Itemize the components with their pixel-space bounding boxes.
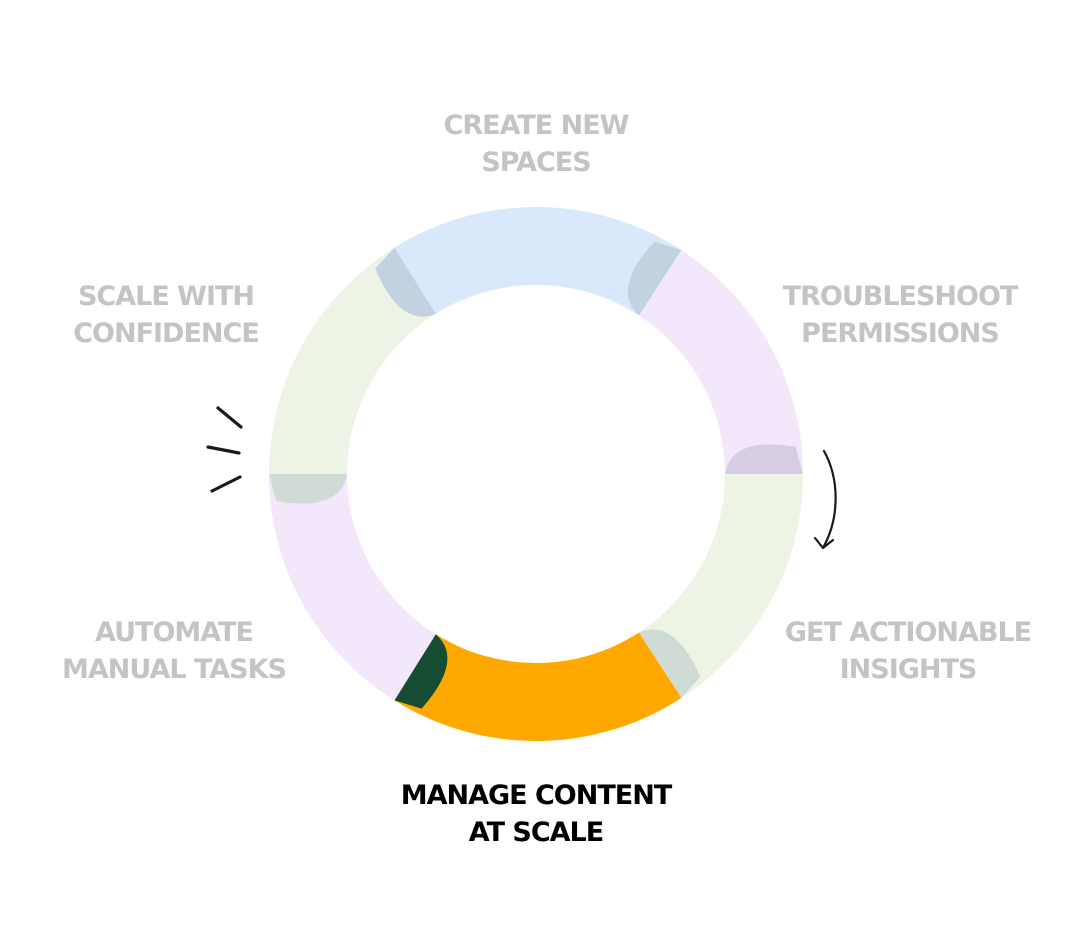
segment-tab-scale xyxy=(375,247,436,317)
step-label-line: GET ACTIONABLE xyxy=(784,617,1032,648)
step-label-scale-with-confidence: SCALE WITH CONFIDENCE xyxy=(16,278,316,352)
segment-tab-create xyxy=(627,241,682,316)
step-label-line: CREATE NEW xyxy=(443,110,630,141)
step-label-get-actionable-insights: GET ACTIONABLE INSIGHTS xyxy=(758,614,1058,688)
step-label-create-new-spaces: CREATE NEW SPACES xyxy=(386,107,686,181)
segment-tab-insights xyxy=(638,629,701,698)
segment-get-actionable-insights[interactable] xyxy=(638,474,803,698)
step-label-troubleshoot-permissions: TROUBLESHOOT PERMISSIONS xyxy=(750,278,1050,352)
ring-segments xyxy=(269,206,803,742)
clockwise-arrow-icon xyxy=(813,449,837,550)
segment-scale-with-confidence[interactable] xyxy=(269,247,436,474)
step-label-line: INSIGHTS xyxy=(839,654,978,685)
step-label-automate-manual-tasks: AUTOMATE MANUAL TASKS xyxy=(24,614,324,688)
ring-tabs xyxy=(269,241,803,709)
segment-tab-troubleshoot xyxy=(725,444,803,474)
step-label-line: MANAGE CONTENT xyxy=(400,780,673,811)
step-label-line: TROUBLESHOOT xyxy=(782,281,1019,312)
step-label-line: AUTOMATE xyxy=(95,617,254,648)
segment-tab-automate xyxy=(269,474,347,504)
step-label-line: AT SCALE xyxy=(468,817,604,848)
step-label-manage-content-at-scale: MANAGE CONTENT AT SCALE xyxy=(386,777,686,851)
segment-automate-manual-tasks[interactable] xyxy=(269,474,436,701)
sparkle-dashes-icon xyxy=(206,406,243,493)
step-label-line: CONFIDENCE xyxy=(73,318,260,349)
segment-create-new-spaces[interactable] xyxy=(394,206,682,316)
step-label-line: PERMISSIONS xyxy=(801,318,1000,349)
step-label-line: MANUAL TASKS xyxy=(62,654,287,685)
step-label-line: SCALE WITH xyxy=(77,281,255,312)
step-label-line: SPACES xyxy=(481,147,591,178)
segment-manage-content-at-scale[interactable] xyxy=(394,632,682,742)
segment-tab-manage xyxy=(394,634,448,709)
segment-troubleshoot-permissions[interactable] xyxy=(638,250,803,474)
